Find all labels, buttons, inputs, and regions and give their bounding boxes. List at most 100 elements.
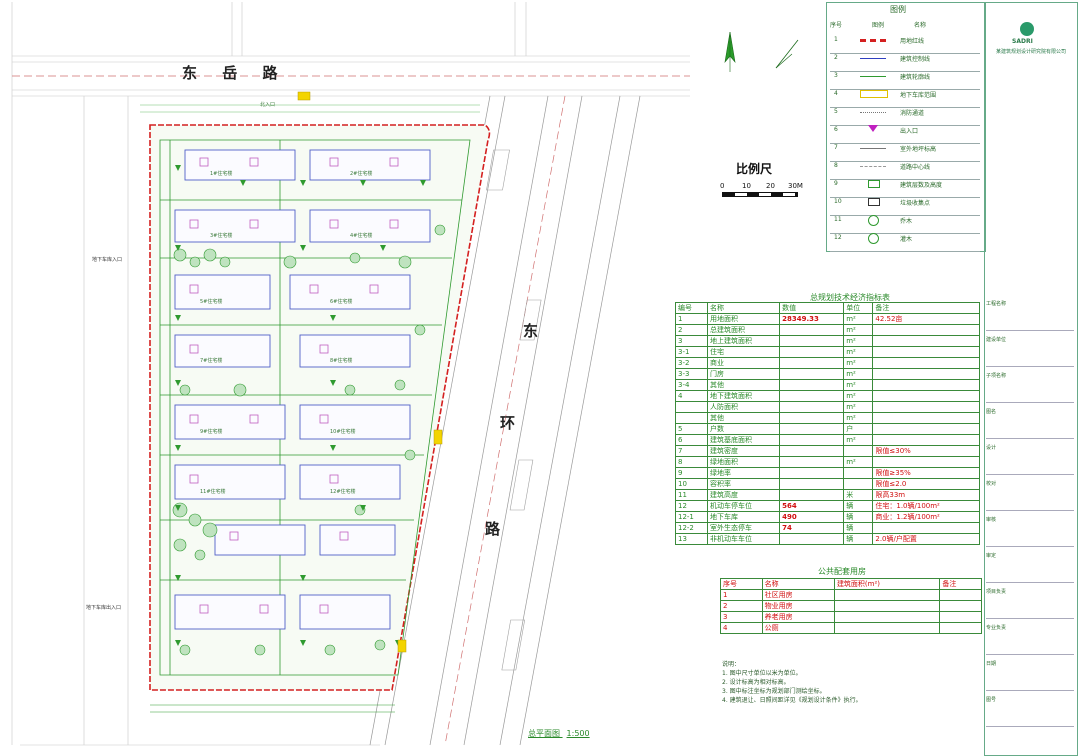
- table-cell: [872, 390, 980, 402]
- building-label: 8#住宅楼: [330, 358, 353, 364]
- table-cell: 9: [674, 467, 709, 479]
- table-cell: 住宅：1.0辆/100m²: [872, 500, 980, 512]
- scale-bar: 0 10 20 30M: [718, 182, 808, 200]
- table-cell: [779, 478, 845, 490]
- notes-line: 4. 建筑退让、日照间距详见《规划设计条件》执行。: [722, 697, 862, 704]
- table-cell: 地下建筑面积: [707, 390, 781, 402]
- table-cell: 6: [674, 434, 709, 446]
- title-block-field: 工程名称: [986, 300, 1074, 331]
- table-cell: 2: [674, 324, 709, 336]
- table-cell: 人防面积: [707, 401, 781, 413]
- table-cell: [872, 379, 980, 391]
- table-cell: [843, 467, 874, 479]
- title-block-field: 建设单位: [986, 336, 1074, 367]
- table-cell: 建筑高度: [707, 489, 781, 501]
- table-cell: 4: [674, 390, 709, 402]
- legend-swatch: [860, 125, 878, 132]
- table-cell: 3-3: [674, 368, 709, 380]
- table-cell: [843, 445, 874, 457]
- north-road-label: 东 岳 路: [182, 64, 288, 82]
- table-cell: 其他: [707, 412, 781, 424]
- table-cell: 物业用房: [761, 600, 835, 612]
- table-cell: 机动车停车位: [707, 500, 781, 512]
- table-cell: [939, 589, 982, 601]
- building-label: 11#住宅楼: [200, 489, 226, 495]
- table-cell: 养老用房: [761, 611, 835, 623]
- table-cell: 10: [674, 478, 709, 490]
- title-block-field: 审核: [986, 516, 1074, 547]
- header-cell: 序号: [720, 578, 763, 590]
- building-label: 12#住宅楼: [330, 489, 356, 495]
- table-cell: 住宅: [707, 346, 781, 358]
- legend-name: 地下车库范围: [900, 92, 937, 99]
- table-cell: 地下车库: [707, 511, 781, 523]
- table-cell: 辆: [843, 522, 874, 534]
- site-plan: [11, 2, 690, 746]
- legend-name: 垃圾收集点: [900, 200, 931, 207]
- table-cell: [872, 522, 980, 534]
- table-cell: [939, 611, 982, 623]
- table-cell: 3-4: [674, 379, 709, 391]
- table-cell: 5: [674, 423, 709, 435]
- table-cell: [779, 346, 845, 358]
- table-cell: m²: [843, 434, 874, 446]
- building-label: 5#住宅楼: [200, 299, 223, 305]
- title-block-field: 子项名称: [986, 372, 1074, 403]
- legend-name: 建筑控制线: [900, 56, 931, 63]
- table-cell: [779, 533, 845, 545]
- legend-name: 建筑层数及高度: [900, 182, 943, 189]
- legend-name: 建筑轮廓线: [900, 74, 931, 81]
- table-cell: [779, 445, 845, 457]
- legend-title: 图例: [890, 5, 906, 14]
- table-cell: 地上建筑面积: [707, 335, 781, 347]
- table-cell: 8: [674, 456, 709, 468]
- legend-swatch: [860, 215, 879, 226]
- table-cell: [674, 412, 709, 424]
- table-cell: 564: [779, 500, 845, 512]
- title-block-field: 图名: [986, 408, 1074, 439]
- building-label: 9#住宅楼: [200, 429, 223, 435]
- table-cell: [872, 346, 980, 358]
- table-cell: 绿地面积: [707, 456, 781, 468]
- table-cell: 商业：1.2辆/100m²: [872, 511, 980, 523]
- table-cell: [674, 401, 709, 413]
- tech-table-header: 编号名称数值单位备注: [674, 302, 980, 314]
- legend-name: 道路中心线: [900, 164, 931, 171]
- table-cell: 辆: [843, 500, 874, 512]
- header-cell: 备注: [939, 578, 982, 590]
- table-cell: 用地面积: [707, 313, 781, 325]
- table-cell: m²: [843, 313, 874, 325]
- table-cell: 建筑基底面积: [707, 434, 781, 446]
- table-cell: 非机动车车位: [707, 533, 781, 545]
- table-cell: m²: [843, 456, 874, 468]
- table-cell: [872, 324, 980, 336]
- table-cell: 3: [674, 335, 709, 347]
- legend-no: 1: [834, 36, 838, 43]
- table-cell: 容积率: [707, 478, 781, 490]
- table-cell: [833, 622, 941, 634]
- legend-no: 4: [834, 90, 838, 97]
- legend-name: 室外地坪标高: [900, 146, 937, 153]
- table-cell: 限值≤2.0: [872, 478, 980, 490]
- building-label: 10#住宅楼: [330, 429, 356, 435]
- table-cell: 户数: [707, 423, 781, 435]
- legend-header-cell: 序号: [830, 22, 843, 29]
- legend-name: 灌木: [900, 236, 913, 243]
- table-cell: 商业: [707, 357, 781, 369]
- title-block-field: 审定: [986, 552, 1074, 583]
- table-cell: [872, 401, 980, 413]
